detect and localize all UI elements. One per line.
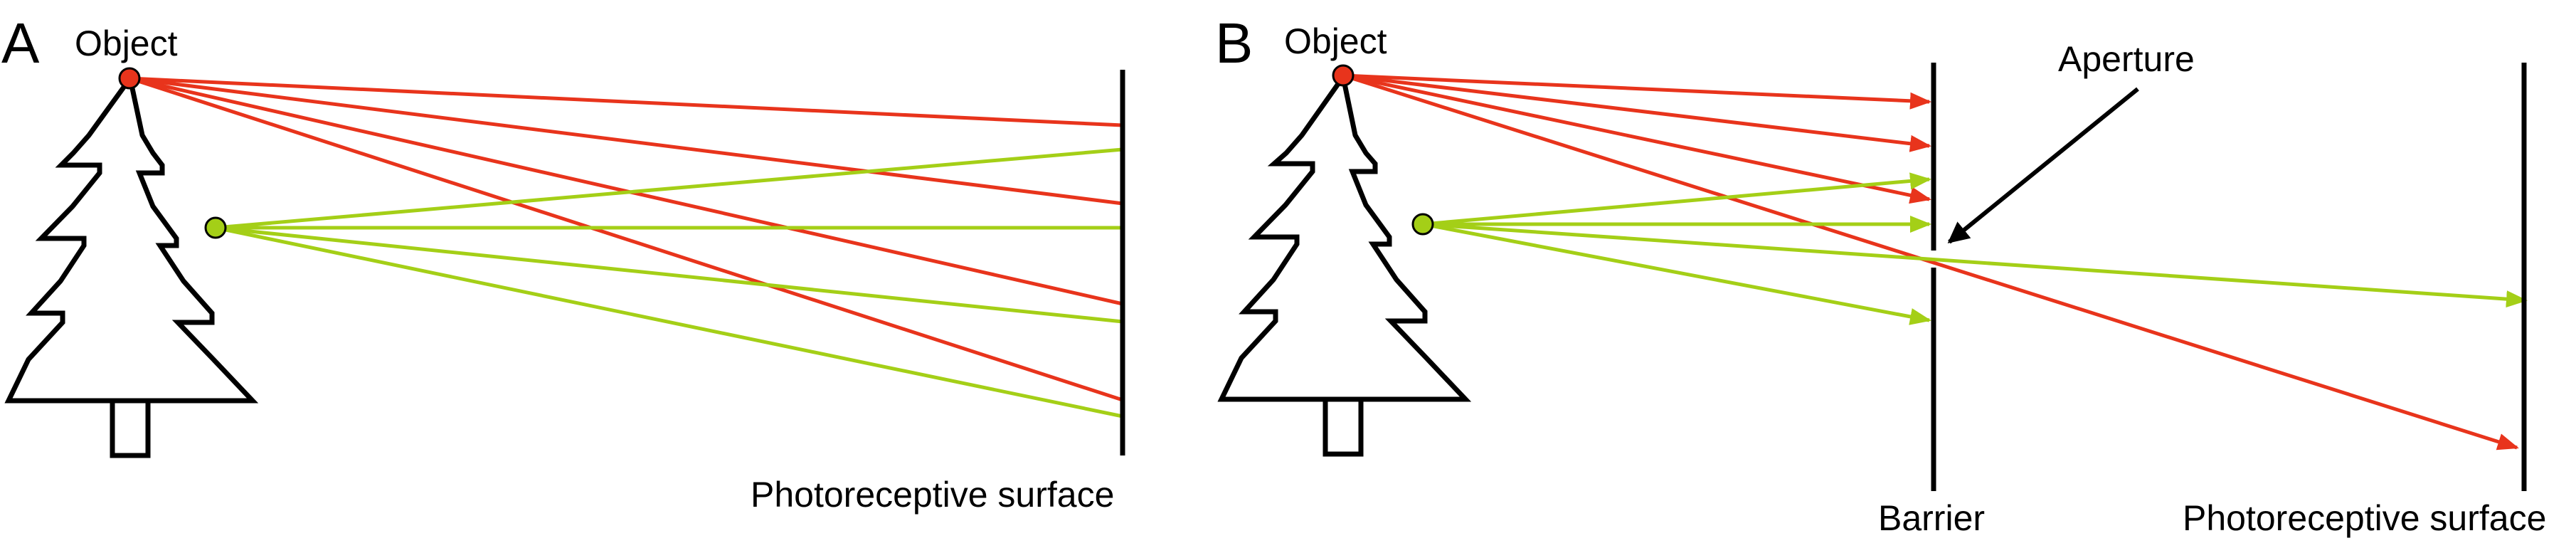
panel-a-tree-icon <box>4 72 259 458</box>
panel-b-tree-icon <box>1217 70 1472 457</box>
panel-b-surface-label: Photoreceptive surface <box>2183 498 2546 538</box>
panel-a-red-ray-4 <box>129 76 1123 402</box>
panel-a-green-ray-4 <box>215 226 1123 418</box>
panel-a-green-rays <box>215 147 1123 418</box>
panel-b-red-point-icon <box>1332 64 1355 87</box>
panel-a-letter: A <box>1 11 40 75</box>
panel-a-green-ray-1 <box>215 147 1123 230</box>
panel-b-red-ray-through <box>1342 73 2519 451</box>
panel-b-letter: B <box>1215 11 1253 75</box>
panel-b-red-ray-1 <box>1342 73 1931 110</box>
panel-b-aperture-pointer-icon <box>1947 87 2139 244</box>
panel-a: A Object Photoreceptive surface <box>1 11 1125 515</box>
panel-b-object-label: Object <box>1284 21 1387 61</box>
panel-b: B Object Aperture Barr <box>1215 11 2546 538</box>
panel-b-red-ray-2 <box>1342 73 1931 152</box>
panel-a-green-point-icon <box>204 216 227 239</box>
panel-b-red-rays <box>1342 73 2519 451</box>
panel-b-red-ray-3 <box>1342 73 1931 204</box>
panel-b-barrier-label: Barrier <box>1878 498 1985 538</box>
panel-a-red-ray-2 <box>129 76 1123 206</box>
panel-b-green-ray-through <box>1422 222 2528 308</box>
panel-a-red-ray-1 <box>129 76 1123 127</box>
panel-a-object-label: Object <box>75 23 178 63</box>
panel-b-green-ray-1 <box>1422 172 1931 226</box>
panel-a-green-ray-3 <box>215 226 1123 324</box>
panel-b-green-rays <box>1422 172 2528 325</box>
panel-a-surface-label: Photoreceptive surface <box>751 475 1114 515</box>
panel-a-red-point-icon <box>118 67 141 90</box>
panel-b-aperture-label: Aperture <box>2058 39 2195 79</box>
panel-b-green-ray-3 <box>1422 222 1931 325</box>
panel-b-green-point-icon <box>1411 213 1434 236</box>
